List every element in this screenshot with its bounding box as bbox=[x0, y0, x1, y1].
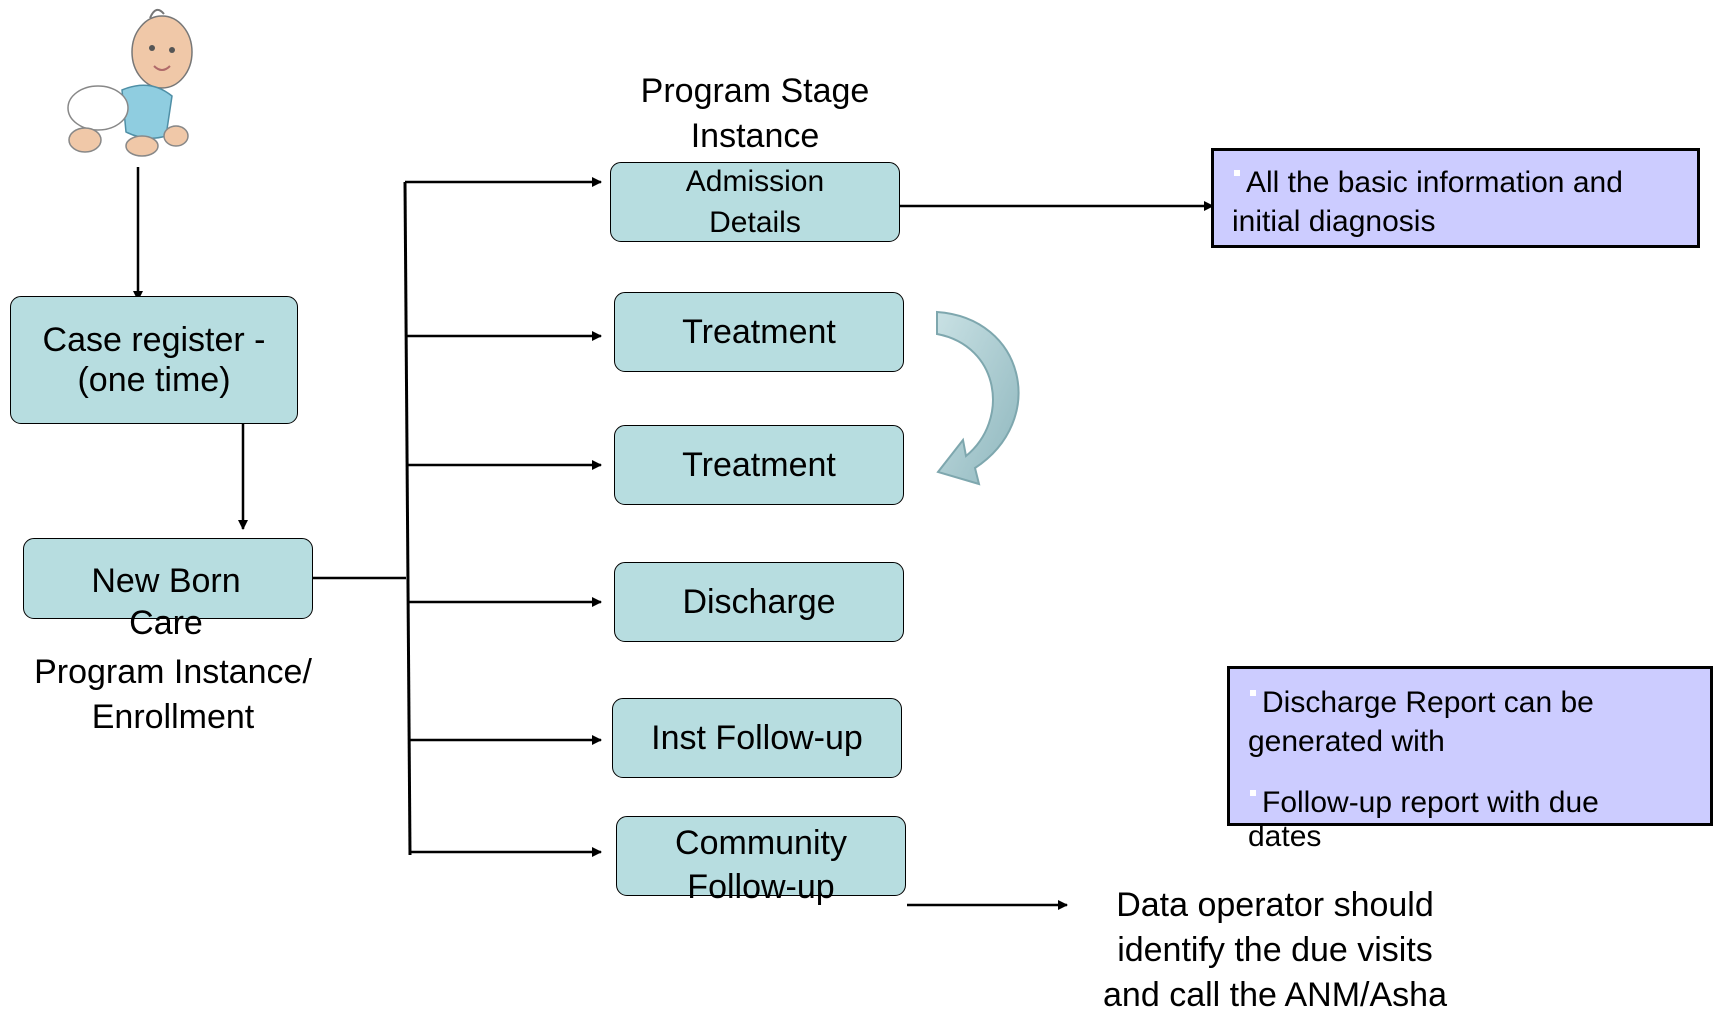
curved-arrow-icon bbox=[936, 310, 1020, 486]
stage-treatment-2: Treatment bbox=[614, 425, 904, 505]
note-bullet: Follow-up report with due bbox=[1248, 783, 1700, 822]
baby-crawling-icon bbox=[67, 8, 193, 157]
case-register-line: Case register - bbox=[42, 320, 266, 359]
data-operator-note: Data operator should identify the due vi… bbox=[1103, 886, 1447, 1014]
case-register-box: Case register - (one time) bbox=[10, 296, 298, 424]
note-overflow-text: dates bbox=[1248, 820, 1322, 853]
new-born-care-line: Care bbox=[129, 604, 203, 643]
program-stage-heading: Program Stage Instance bbox=[640, 72, 870, 155]
note-discharge-report: Discharge Report can be generated with F… bbox=[1227, 666, 1713, 853]
stage-discharge: Discharge bbox=[614, 562, 904, 642]
note-admission-info: All the basic information and initial di… bbox=[1211, 148, 1700, 248]
case-register-line: (one time) bbox=[77, 361, 231, 399]
note-bullet: All the basic information and initial di… bbox=[1232, 163, 1687, 241]
new-born-care-box: New Born Care bbox=[23, 538, 313, 642]
stage-community-follow-up: Community Follow-up bbox=[616, 816, 906, 906]
stage-admission-details: Admission Details bbox=[610, 162, 900, 242]
stage-treatment-1: Treatment bbox=[614, 292, 904, 372]
program-instance-label: Program Instance/ Enrollment bbox=[34, 653, 312, 736]
new-born-care-line: New Born bbox=[91, 562, 241, 600]
stage-inst-follow-up: Inst Follow-up bbox=[612, 698, 902, 778]
note-bullet: Discharge Report can be generated with bbox=[1248, 683, 1700, 761]
